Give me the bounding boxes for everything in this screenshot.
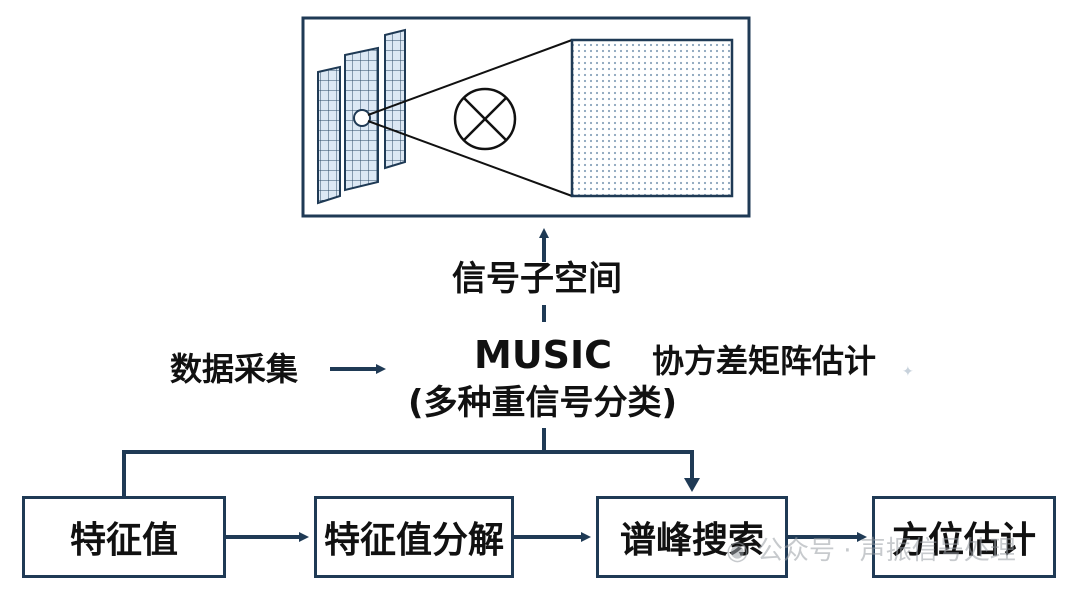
cross-circle-icon — [453, 87, 517, 151]
watermark: ◉ 公众号 · 声振信号处理 — [726, 538, 1016, 564]
sparkle-icon: ✦ — [902, 364, 914, 380]
beam-line-bottom — [367, 120, 573, 197]
eigen-decomposition-box: 特征值分解 — [314, 496, 514, 578]
direction-estimation-box: 方位估计 — [872, 496, 1056, 578]
music-subtitle: (多种重信号分类) — [408, 383, 678, 423]
music-title: MUSIC — [474, 333, 613, 377]
data-collection-label: 数据采集 — [170, 350, 299, 388]
spectral-peak-search-box: 谱峰搜索 — [596, 496, 788, 578]
beam-line-top — [367, 39, 573, 116]
eigenvalue-box: 特征值 — [22, 496, 226, 578]
watermark-text: 公众号 · 声振信号处理 — [756, 536, 1016, 566]
signal-subspace-label: 信号子空间 — [452, 259, 622, 299]
dot-grid-icon — [570, 38, 734, 198]
wechat-icon: ◉ — [726, 536, 757, 566]
covariance-estimation-label: 协方差矩阵估计 — [652, 342, 877, 380]
bus-connector — [122, 428, 700, 496]
